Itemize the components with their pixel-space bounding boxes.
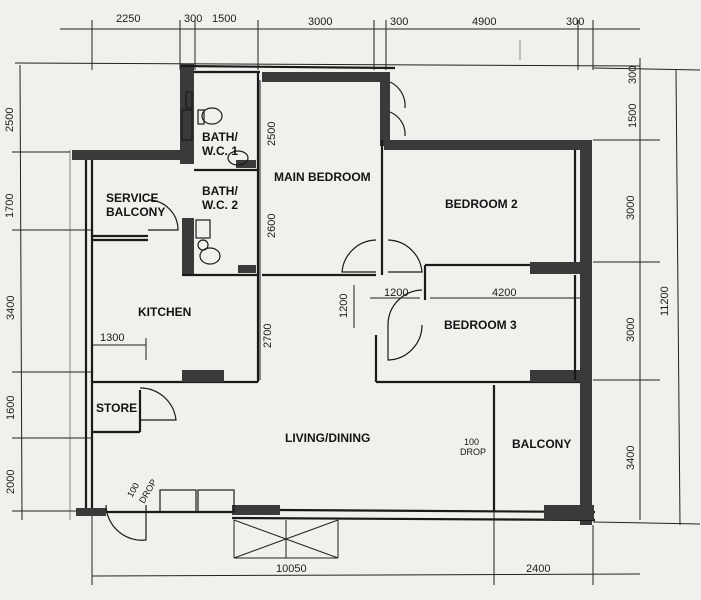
room-labels: BATH/ W.C. 1 BATH/ W.C. 2 MAIN BEDROOM B… xyxy=(96,130,571,505)
dim-in-1200v: 1200 xyxy=(338,294,350,318)
dim-left-1600: 1600 xyxy=(5,396,17,420)
dim-in-1300: 1300 xyxy=(100,332,124,344)
dim-right-1500: 1500 xyxy=(627,104,639,128)
label-living-dining: LIVING/DINING xyxy=(285,431,370,445)
dim-in-2700: 2700 xyxy=(262,324,274,348)
label-drop-bottom: DROP xyxy=(460,447,486,457)
dim-top-300c: 300 xyxy=(566,16,584,28)
dim-top-300a: 300 xyxy=(184,13,202,25)
dim-right-300: 300 xyxy=(627,66,639,84)
label-service-line1: SERVICE xyxy=(106,191,158,205)
dimension-labels: 2250 300 1500 3000 300 4900 300 2500 170… xyxy=(4,13,671,575)
dim-top-300b: 300 xyxy=(390,16,408,28)
dimension-lines xyxy=(12,20,701,585)
dim-top-2250: 2250 xyxy=(116,13,140,25)
dim-in-4200: 4200 xyxy=(492,287,516,299)
dim-left-2500: 2500 xyxy=(4,108,16,132)
dim-in-2500: 2500 xyxy=(266,122,278,146)
label-balcony: BALCONY xyxy=(512,437,571,451)
label-bedroom2: BEDROOM 2 xyxy=(445,197,518,211)
dim-left-1700: 1700 xyxy=(4,194,16,218)
dim-left-3400: 3400 xyxy=(5,296,17,320)
wc1-toilet-icon xyxy=(201,107,223,125)
dim-top-4900: 4900 xyxy=(472,16,496,28)
label-main-bedroom: MAIN BEDROOM xyxy=(274,170,371,184)
dim-top-1500: 1500 xyxy=(212,13,236,25)
label-kitchen: KITCHEN xyxy=(138,305,191,319)
label-bath2-line2: W.C. 2 xyxy=(202,198,238,212)
label-entry-drop-bottom: DROP xyxy=(137,477,159,505)
dim-top-3000: 3000 xyxy=(308,16,332,28)
wc1-basin-icon xyxy=(227,150,249,166)
label-store: STORE xyxy=(96,401,137,415)
fixtures xyxy=(181,91,249,265)
label-bath2-line1: BATH/ xyxy=(202,184,238,198)
dim-in-1200h: 1200 xyxy=(384,287,408,299)
door-swings xyxy=(105,81,423,541)
dim-in-2600: 2600 xyxy=(266,214,278,238)
wc2-toilet-icon xyxy=(199,247,221,265)
label-drop-top: 100 xyxy=(464,437,479,447)
walls xyxy=(72,64,596,559)
dim-right-3000b: 3000 xyxy=(625,318,637,342)
dim-left-2000: 2000 xyxy=(5,470,17,494)
dim-bottom-10050: 10050 xyxy=(276,563,307,575)
dim-bottom-2400: 2400 xyxy=(526,563,550,575)
dim-right-3400: 3400 xyxy=(625,446,637,470)
dim-right-3000a: 3000 xyxy=(625,196,637,220)
label-bath1-line2: W.C. 1 xyxy=(202,144,238,158)
label-bedroom3: BEDROOM 3 xyxy=(444,318,517,332)
label-service-line2: BALCONY xyxy=(106,205,165,219)
dim-right-total: 11200 xyxy=(659,286,671,316)
label-bath1-line1: BATH/ xyxy=(202,130,238,144)
